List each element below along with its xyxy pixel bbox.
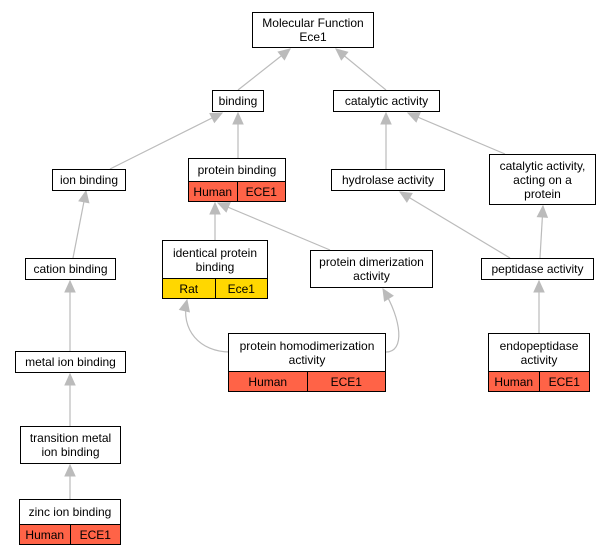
node-catalytic-activity[interactable]: catalytic activity	[333, 90, 440, 112]
node-label-line: acting on a	[513, 172, 572, 187]
arrowhead-zinc-to-transition	[64, 463, 76, 477]
gene-cell: ECE1	[69, 525, 121, 544]
edge-homodimer-to-identical	[185, 299, 231, 353]
node-ion-binding[interactable]: ion binding	[52, 169, 126, 191]
node-protein-homodimerization-activity[interactable]: protein homodimerization activity Human …	[228, 333, 386, 392]
arrowhead-peptidase-to-cat_prot	[536, 204, 549, 218]
node-protein-binding[interactable]: protein binding Human ECE1	[188, 158, 286, 202]
species-cell: Human	[25, 527, 65, 542]
edge-cat_prot-to-catalytic	[407, 112, 506, 155]
gene-cell: ECE1	[306, 372, 386, 391]
species-cell: Human	[193, 184, 233, 199]
annotation-row: Human ECE1	[189, 181, 285, 201]
arrowhead-binding-to-mf	[277, 48, 291, 61]
node-metal-ion-binding[interactable]: metal ion binding	[15, 351, 126, 373]
node-label-line: ion binding	[41, 445, 100, 459]
species-cell: Rat	[179, 281, 199, 296]
annotation-row: Human ECE1	[489, 371, 589, 391]
node-hydrolase-activity[interactable]: hydrolase activity	[331, 169, 445, 191]
arrowhead-homodimer-to-identical	[178, 298, 191, 313]
node-protein-dimerization-activity[interactable]: protein dimerization activity	[310, 250, 433, 288]
edge-ion-to-binding	[109, 112, 223, 170]
node-label-line: cation binding	[33, 262, 108, 276]
node-cation-binding[interactable]: cation binding	[25, 258, 116, 280]
node-endopeptidase-activity[interactable]: endopeptidase activity Human ECE1	[488, 333, 590, 392]
node-label-line: activity	[520, 352, 558, 367]
arrowhead-cat_prot-to-catalytic	[406, 112, 421, 123]
node-label-line: protein homodimerization	[239, 338, 375, 353]
node-transition-metal-ion-binding[interactable]: transition metal ion binding	[20, 426, 121, 464]
arrowhead-catalytic-to-mf	[335, 48, 349, 61]
node-label-line: activity	[288, 352, 326, 367]
node-label-line: zinc ion binding	[28, 505, 112, 519]
node-label-line: Molecular Function	[262, 16, 364, 30]
edge-dimer-to-protein	[217, 202, 331, 251]
node-molecular-function[interactable]: Molecular Function Ece1	[252, 12, 374, 48]
arrowhead-cation-to-ion	[78, 189, 90, 204]
species-cell: Human	[494, 374, 534, 389]
arrowhead-ion-to-binding	[209, 112, 224, 124]
node-label-line: hydrolase activity	[341, 173, 435, 187]
gene-cell: ECE1	[538, 372, 590, 391]
node-label-line: binding	[195, 259, 235, 274]
node-label-line: protein binding	[197, 163, 277, 177]
arrowhead-transition-to-metal	[64, 372, 76, 386]
arrowhead-peptidase-to-hydrolase	[398, 191, 413, 203]
annotation-row: Human ECE1	[20, 524, 120, 544]
species-cell: Human	[248, 374, 288, 389]
annotation-row: Rat Ece1	[163, 278, 267, 298]
node-label-line: catalytic activity,	[499, 158, 586, 173]
arrowhead-identical-to-protein	[209, 201, 221, 215]
arrowhead-hydrolase-to-catalytic	[380, 111, 392, 125]
node-label-line: protein	[524, 186, 561, 201]
node-label-line: activity	[353, 269, 390, 283]
arrowhead-homodimer-to-dimer	[382, 287, 394, 302]
gene-cell: ECE1	[236, 182, 286, 201]
node-identical-protein-binding[interactable]: identical protein binding Rat Ece1	[162, 240, 268, 299]
edge-peptidase-to-hydrolase	[399, 191, 511, 259]
node-label-line: catalytic activity	[344, 94, 429, 108]
node-label-line: identical protein	[172, 245, 258, 260]
arrowhead-endopep-to-peptidase	[533, 279, 545, 293]
node-zinc-ion-binding[interactable]: zinc ion binding Human ECE1	[19, 499, 121, 545]
node-label-line: protein dimerization	[319, 255, 424, 269]
annotation-row: Human ECE1	[229, 371, 385, 391]
node-label-line: metal ion binding	[25, 355, 116, 369]
node-peptidase-activity[interactable]: peptidase activity	[481, 258, 594, 280]
node-label-line: binding	[218, 94, 258, 108]
gene-cell: Ece1	[214, 279, 268, 298]
arrowhead-dimer-to-protein	[216, 202, 231, 213]
arrowhead-protein-to-binding	[232, 111, 244, 125]
node-label-line: peptidase activity	[491, 262, 584, 276]
node-catalytic-activity-on-protein[interactable]: catalytic activity, acting on a protein	[489, 154, 596, 205]
node-binding[interactable]: binding	[212, 90, 264, 112]
node-label-line: endopeptidase	[499, 338, 579, 353]
arrowhead-metal-to-cation	[64, 279, 76, 293]
node-label-line: Ece1	[299, 30, 327, 44]
node-label-line: ion binding	[59, 173, 119, 187]
node-label-line: transition metal	[29, 431, 112, 445]
